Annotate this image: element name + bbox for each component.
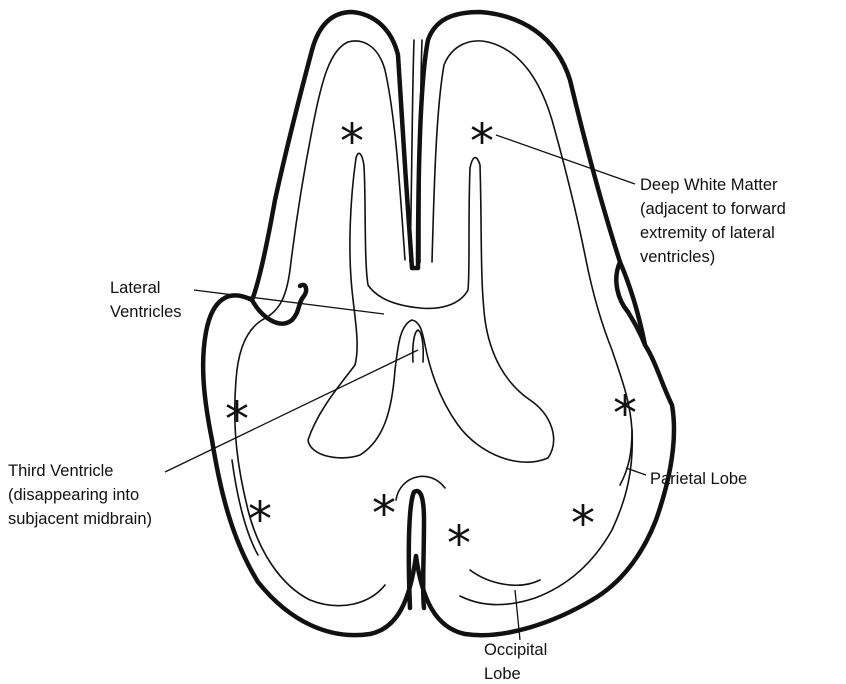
marker-asterisk-5: * [248,492,272,548]
marker-asterisk-7: * [447,516,471,572]
occipital-notch [409,491,424,608]
label-parietal-lobe: Parietal Lobe [650,470,747,488]
marker-asterisk-4: * [613,386,637,442]
marker-asterisk-3: * [225,392,249,448]
interhemispheric-fissure [410,40,414,262]
label-deep-white-matter: Deep White Matter (adjacent to forward e… [640,176,790,266]
marker-asterisk-8: * [571,496,595,552]
leader-deep-white-matter [496,135,635,184]
interhemispheric-fissure-right [420,40,422,262]
third-ventricle-outline [413,330,424,362]
occipital-inner-arc [470,570,540,585]
leader-parietal-lobe [626,468,646,475]
marker-asterisk-2: * [470,114,494,170]
label-lateral-ventricles: Lateral Ventricles [110,279,182,321]
marker-asterisk-1: * [340,114,364,170]
label-occipital-lobe: Occipital Lobe [484,641,552,683]
marker-asterisk-6: * [372,486,396,542]
lateral-ventricles-outline [308,153,554,462]
label-third-ventricle: Third Ventricle (disappearing into subja… [8,462,152,528]
right-temporal-notch [616,262,645,345]
